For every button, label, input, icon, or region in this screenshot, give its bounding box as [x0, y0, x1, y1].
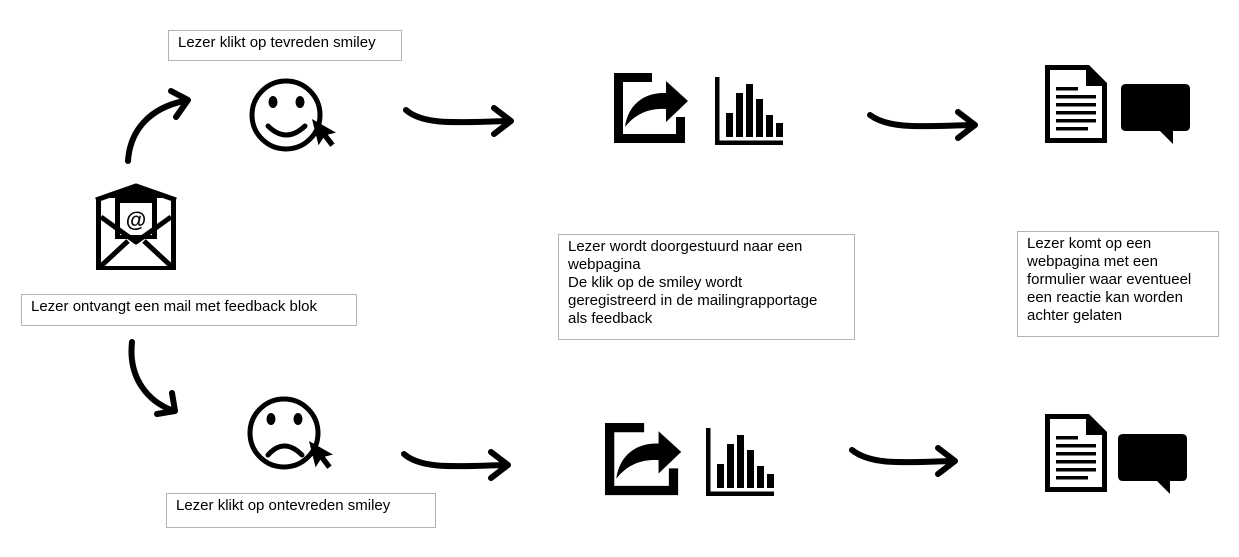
- label-happy-click: Lezer klikt op tevreden smiley: [168, 30, 402, 61]
- arrow-happy-to-redirect: [403, 105, 514, 137]
- arrow-mail-to-happy: [125, 88, 191, 164]
- cursor-arrow-icon: [312, 114, 340, 150]
- bar-chart-icon: [706, 428, 774, 496]
- share-redirect-icon: [605, 423, 682, 496]
- label-sad-click: Lezer klikt op ontevreden smiley: [166, 493, 436, 528]
- cursor-arrow-icon: [309, 436, 337, 472]
- email-open-icon: @: [95, 183, 177, 270]
- bar-chart-icon: [715, 77, 783, 145]
- sad-smiley-icon: [247, 396, 321, 470]
- comment-bubble-icon: [1121, 84, 1190, 144]
- document-icon: [1045, 65, 1107, 143]
- share-redirect-icon: [614, 73, 688, 143]
- comment-bubble-icon: [1118, 434, 1187, 494]
- arrow-mail-to-sad: [128, 339, 178, 417]
- svg-text:@: @: [126, 209, 146, 232]
- arrow-sad-to-redirect: [401, 449, 511, 481]
- label-form-info: Lezer komt op een webpagina met een form…: [1017, 231, 1219, 337]
- label-receive-mail: Lezer ontvangt een mail met feedback blo…: [21, 294, 357, 326]
- arrow-redirect-to-form: [867, 109, 978, 141]
- label-redirect-info: Lezer wordt doorgestuurd naar een webpag…: [558, 234, 855, 340]
- happy-smiley-icon: [249, 78, 323, 152]
- arrow-redirect-to-form-bottom: [849, 445, 958, 477]
- document-icon: [1045, 414, 1107, 492]
